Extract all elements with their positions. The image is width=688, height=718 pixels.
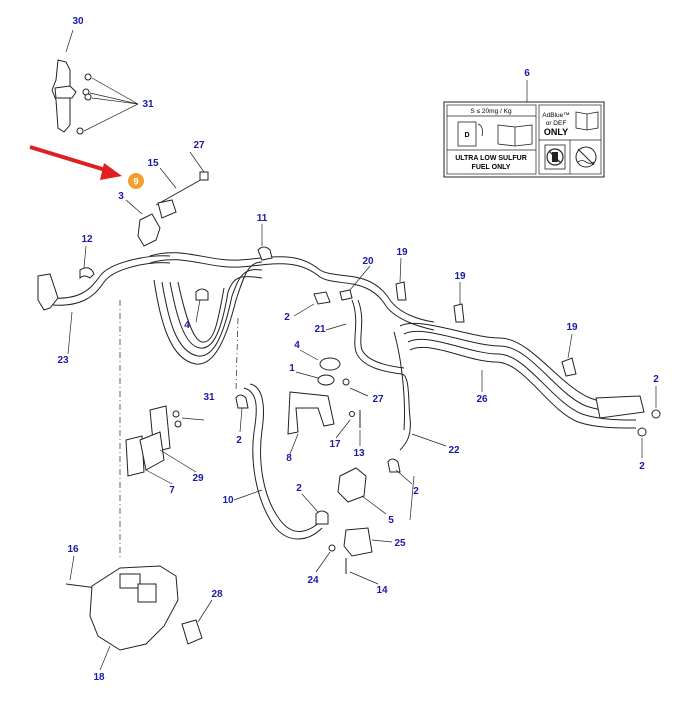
fuel-harness	[49, 252, 637, 540]
callout-6: 6	[524, 68, 530, 79]
callout-27: 27	[372, 394, 384, 405]
callout-25: 25	[394, 538, 406, 549]
callout-19: 19	[396, 247, 408, 258]
callout-20: 20	[362, 256, 374, 267]
callout-12: 12	[81, 234, 93, 245]
highlight-badge-9[interactable]: 9	[128, 173, 144, 189]
callout-24: 24	[307, 575, 319, 586]
callout-30: 30	[72, 16, 84, 27]
manual-book-icon	[497, 124, 533, 147]
callout-4: 4	[294, 340, 300, 351]
clips	[37, 224, 661, 671]
callout-14: 14	[376, 585, 388, 596]
callout-15: 15	[147, 158, 159, 169]
decal-def-line1: AdBlue™	[542, 112, 569, 119]
callout-18: 18	[93, 672, 105, 683]
decal-def-line3: ONLY	[544, 127, 568, 137]
decal-fuel-line2: FUEL ONLY	[472, 164, 511, 171]
callout-2: 2	[413, 486, 419, 497]
callout-7: 7	[169, 485, 175, 496]
callout-16: 16	[67, 544, 79, 555]
callout-10: 10	[222, 495, 234, 506]
callout-4: 4	[184, 320, 190, 331]
svg-text:D: D	[464, 132, 469, 139]
callout-labels: 30 31 27 15 3 6 12 11 19 19 20 2 21 4 23…	[57, 16, 659, 683]
callout-19: 19	[566, 322, 578, 333]
def-manual-book-icon	[575, 111, 599, 131]
callout-31: 31	[203, 392, 215, 403]
callout-11: 11	[257, 213, 268, 224]
no-fuel-icon	[544, 144, 566, 170]
callout-29: 29	[192, 473, 204, 484]
bracket-30	[51, 29, 139, 135]
callout-2: 2	[639, 461, 645, 472]
callout-8: 8	[286, 453, 292, 464]
callout-1: 1	[289, 363, 295, 374]
callout-22: 22	[448, 445, 460, 456]
callout-27: 27	[193, 140, 205, 151]
decal-sulfur-spec: S ≤ 20mg / Kg	[470, 108, 512, 115]
callout-26: 26	[476, 394, 488, 405]
callout-2: 2	[284, 312, 290, 323]
callout-23: 23	[57, 355, 69, 366]
decal-fuel-line1: ULTRA LOW SULFUR	[455, 155, 527, 162]
callout-28: 28	[211, 589, 223, 600]
callout-19: 19	[454, 271, 466, 282]
callout-2: 2	[296, 483, 302, 494]
no-water-icon	[575, 146, 597, 168]
callout-21: 21	[314, 324, 326, 335]
highlight-arrow	[29, 145, 122, 180]
callout-2: 2	[236, 435, 242, 446]
callout-13: 13	[353, 448, 365, 459]
callout-2: 2	[653, 374, 659, 385]
clamp-3	[125, 151, 209, 247]
callout-31: 31	[142, 99, 154, 110]
callout-3: 3	[118, 191, 124, 202]
callout-5: 5	[388, 515, 394, 526]
highlight-label: 9	[133, 177, 138, 187]
decal-def-line2: or DEF	[546, 120, 567, 127]
callout-17: 17	[329, 439, 341, 450]
fuel-decal-6: S ≤ 20mg / Kg D ULTRA LOW SULFUR FUEL ON…	[443, 80, 605, 178]
